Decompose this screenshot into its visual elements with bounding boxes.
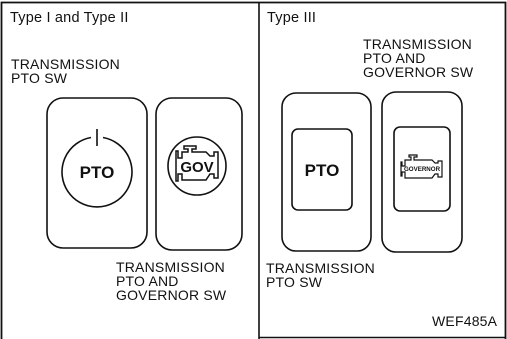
right-pto-switch-text: PTO [305,161,340,180]
right-governor-switch: GOVERNOR [381,91,463,253]
right-label-bottom-line1: TRANSMISSION [266,260,375,276]
left-governor-switch: GOV [155,97,243,251]
left-label-bottom-line3: GOVERNOR SW [116,287,227,303]
right-label-top-line3: GOVERNOR SW [363,64,474,80]
right-pto-switch: PTO [281,92,372,252]
right-panel-title: Type III [267,10,317,26]
right-label-top-line1: TRANSMISSION [363,36,472,52]
engine-icon [175,145,219,182]
left-label-top-line2: PTO SW [11,70,68,86]
left-label-top-line1: TRANSMISSION [11,56,120,72]
left-label-bottom-line2: PTO AND [116,273,179,289]
left-governor-switch-text: GOV [180,159,213,176]
figure-code: WEF485A [432,313,498,329]
right-label-bottom-line2: PTO SW [266,274,323,290]
left-pto-switch-text: PTO [80,163,115,182]
left-label-bottom-line1: TRANSMISSION [116,259,225,275]
right-governor-switch-text: GOVERNOR [404,166,441,173]
left-pto-switch: PTO [46,97,148,249]
right-label-top-line2: PTO AND [363,50,426,66]
left-panel-title: Type I and Type II [10,10,129,26]
engine-icon-small [400,154,443,179]
